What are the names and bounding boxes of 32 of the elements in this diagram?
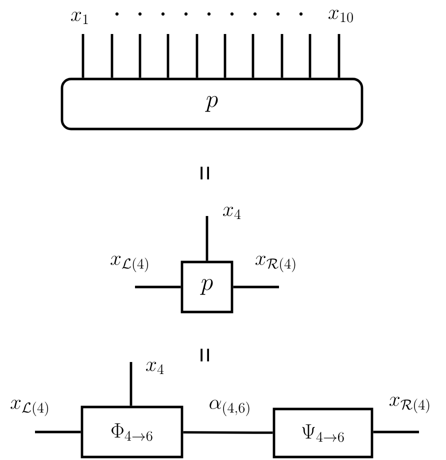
wire — [35, 430, 81, 434]
wire — [373, 430, 419, 434]
wire — [183, 431, 273, 434]
tensor-box: $p$ — [180, 260, 234, 314]
wire-label: $x_{10}$ — [328, 10, 353, 22]
wire — [138, 34, 142, 78]
tensor-box: $p$ — [60, 78, 364, 130]
wire — [166, 34, 170, 78]
wire-label: $x_{\mathcal{R}(4)}$ — [255, 256, 296, 272]
wire-label: $x_{\mathcal{L}(4)}$ — [10, 400, 48, 416]
wire — [206, 216, 208, 261]
wire — [196, 34, 198, 78]
wire — [224, 34, 226, 78]
wire — [82, 34, 84, 78]
wire-label: $x_4$ — [223, 206, 241, 220]
wire — [280, 34, 284, 78]
wire-label: $x_{\mathcal{L}(4)}$ — [110, 256, 148, 272]
wire — [233, 286, 279, 288]
wire — [130, 362, 132, 406]
tensor-box: $\Phi_{4\to 6}$ — [80, 406, 184, 458]
wire — [252, 34, 254, 78]
equals-sign: = — [200, 166, 209, 180]
wire — [110, 34, 114, 78]
wire-label: $x_{\mathcal{R}(4)}$ — [389, 396, 430, 414]
equals-sign: = — [200, 348, 209, 362]
wire-label: $x_4$ — [146, 362, 164, 374]
wire — [308, 34, 312, 78]
wire-label: $\alpha_{(4,6)}$ — [210, 400, 250, 416]
wire — [135, 286, 181, 288]
wire-label: $x_1$ — [71, 12, 88, 24]
tensor-box: $\Psi_{4\to 6}$ — [272, 408, 374, 458]
wire — [338, 34, 340, 78]
